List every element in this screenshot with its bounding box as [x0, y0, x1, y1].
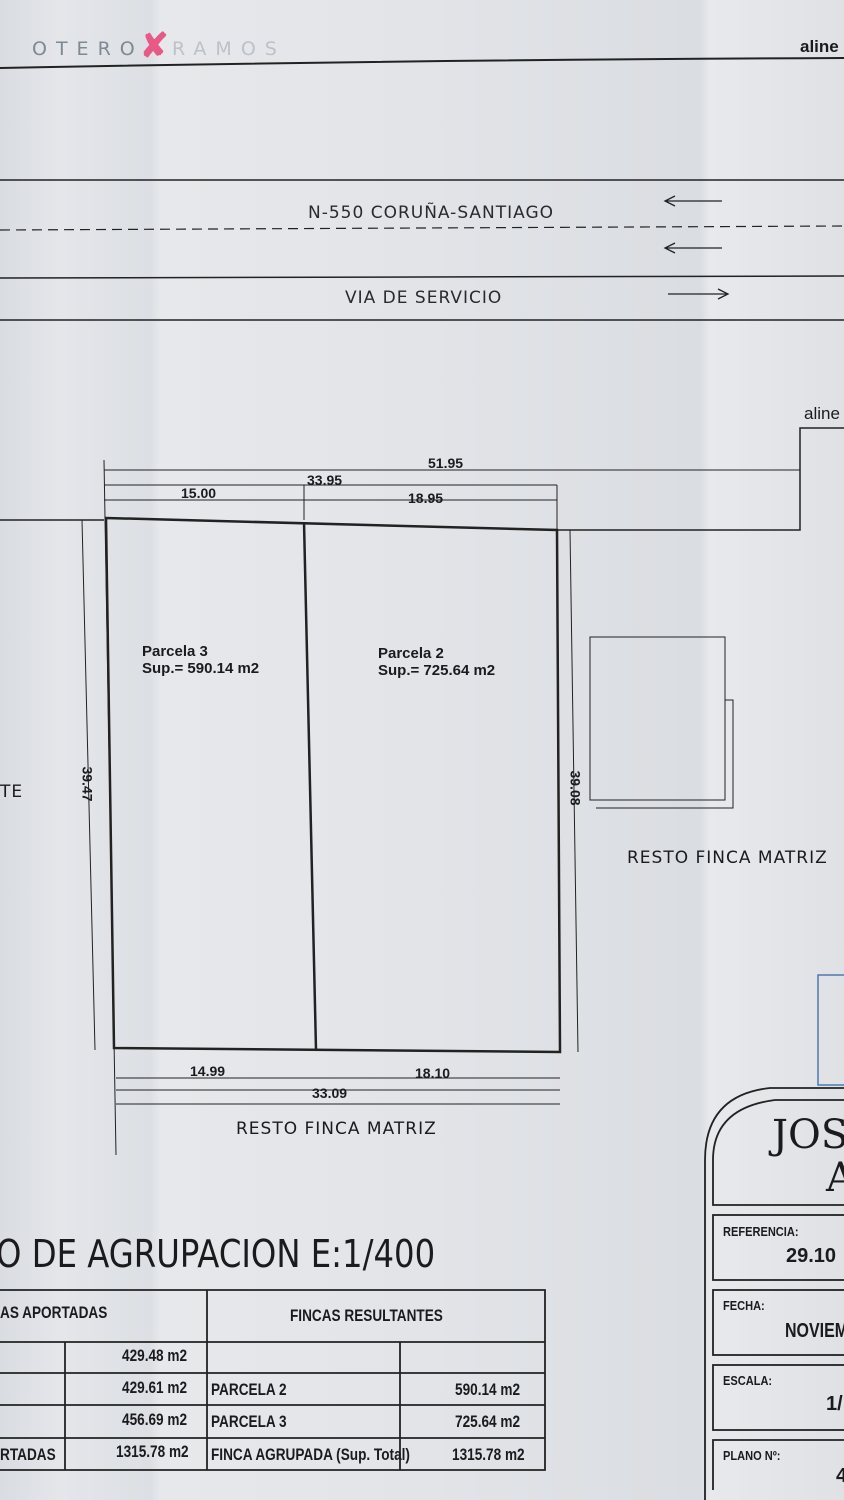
- escala-value: 1/: [826, 1393, 843, 1415]
- alignment-label: aline: [800, 37, 839, 56]
- parcel-3-area: Sup.= 590.14 m2: [142, 660, 260, 677]
- dim-right-side: 39.08: [567, 770, 584, 806]
- alignment-line: [0, 57, 844, 69]
- plano-label: PLANO Nº:: [723, 1448, 781, 1463]
- dim-bottom-left: 14.99: [190, 1063, 226, 1079]
- table-cell: PARCELA 2: [211, 1380, 287, 1399]
- plan-title: O DE AGRUPACION E:1/400: [0, 1232, 436, 1276]
- dimension-lines: [81, 459, 800, 1156]
- road-label-service: VIA DE SERVICIO: [345, 288, 503, 308]
- dim-bottom-right: 18.10: [415, 1065, 451, 1081]
- road-centerline: [0, 225, 844, 231]
- table-cell: FINCA AGRUPADA (Sup. Total): [211, 1445, 410, 1464]
- table-cell: 590.14 m2: [455, 1380, 521, 1399]
- parcel-3-name: Parcela 3: [142, 643, 208, 660]
- left-cut-label: TE: [0, 782, 24, 802]
- plano-value: 4: [836, 1465, 844, 1487]
- road-edge: [0, 275, 844, 279]
- road-label-main: N-550 CORUÑA-SANTIAGO: [308, 203, 555, 223]
- logo-fragment: [817, 974, 844, 1086]
- dim-top-right: 18.95: [408, 490, 444, 506]
- table-cell: 725.64 m2: [455, 1412, 521, 1431]
- fecha-label: FECHA:: [723, 1298, 765, 1313]
- fecha-value: NOVIEM: [785, 1320, 844, 1342]
- title-block-name: JOS: [772, 1112, 844, 1158]
- boundary-line: [0, 427, 844, 531]
- dim-top-total: 51.95: [428, 455, 464, 471]
- table-cell: 456.69 m2: [122, 1410, 188, 1429]
- table-cell: 429.48 m2: [122, 1346, 188, 1365]
- table-header-left: AS APORTADAS: [0, 1303, 108, 1322]
- table-cell: PARCELA 3: [211, 1412, 287, 1431]
- parcel-2-label: Parcela 2 Sup.= 725.64 m2: [378, 645, 495, 679]
- watermark-ribbon-icon: ✘: [140, 27, 169, 65]
- parcel-outlines: [104, 516, 562, 1054]
- table-header-right: FINCAS RESULTANTES: [290, 1306, 443, 1325]
- table-grid: [0, 1289, 546, 1471]
- referencia-label: REFERENCIA:: [723, 1224, 799, 1239]
- traffic-arrows: [663, 195, 730, 300]
- title-block-name-2: A: [826, 1155, 844, 1201]
- escala-label: ESCALA:: [723, 1373, 773, 1388]
- table-cell: RTADAS: [0, 1445, 56, 1464]
- resto-finca-right: RESTO FINCA MATRIZ: [627, 848, 828, 868]
- resto-finca-bottom: RESTO FINCA MATRIZ: [236, 1119, 437, 1139]
- dim-bottom-total: 33.09: [312, 1085, 348, 1101]
- dim-top-left: 15.00: [181, 485, 217, 501]
- parcel-2-area: Sup.= 725.64 m2: [378, 662, 496, 679]
- parcel-2-name: Parcela 2: [378, 645, 444, 662]
- alignment-label-right: aline: [804, 404, 840, 423]
- dim-top-mid: 33.95: [307, 472, 343, 488]
- referencia-value: 29.10: [786, 1245, 837, 1267]
- table-cell: 1315.78 m2: [116, 1442, 189, 1461]
- watermark-right: RAMOS: [172, 38, 286, 60]
- parcel-3-label: Parcela 3 Sup.= 590.14 m2: [142, 643, 259, 677]
- watermark-left: OTERO: [32, 38, 144, 60]
- table-cell: 1315.78 m2: [452, 1445, 525, 1464]
- dim-left-side: 39.47: [79, 766, 96, 802]
- title-block-frame: [704, 1087, 844, 1500]
- table-cell: 429.61 m2: [122, 1378, 188, 1397]
- building-outline: [589, 636, 734, 809]
